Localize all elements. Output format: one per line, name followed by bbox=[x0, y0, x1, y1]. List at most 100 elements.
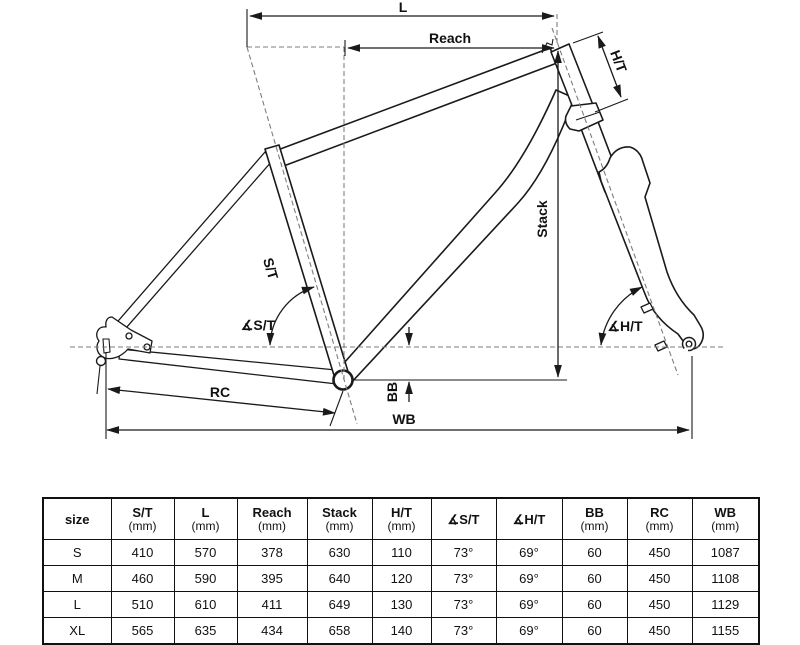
label-rc: RC bbox=[210, 384, 230, 400]
value-cell: 510 bbox=[110, 591, 175, 618]
front-axle bbox=[685, 340, 693, 348]
column-header-10: WB(mm) bbox=[691, 497, 760, 540]
label-st: S/T bbox=[260, 256, 282, 282]
bike-geometry-diagram: L Reach H/T Stack S/T ∡S/T ∡H/T RC BB WB bbox=[70, 0, 725, 439]
front-dropout-slot bbox=[676, 345, 688, 358]
value-cell: 434 bbox=[236, 617, 308, 645]
column-header-3: Reach(mm) bbox=[236, 497, 308, 540]
label-ht: H/T bbox=[607, 48, 630, 75]
column-header-8: BB(mm) bbox=[561, 497, 628, 540]
label-l: L bbox=[399, 0, 408, 15]
value-cell: 69° bbox=[495, 591, 563, 618]
ht-extension-bottom bbox=[594, 98, 629, 113]
column-header-9: RC(mm) bbox=[626, 497, 693, 540]
size-cell: L bbox=[42, 591, 112, 618]
value-cell: 73° bbox=[430, 617, 497, 645]
value-cell: 1087 bbox=[691, 539, 760, 566]
value-cell: 590 bbox=[173, 565, 238, 592]
value-cell: 110 bbox=[371, 539, 432, 566]
value-cell: 378 bbox=[236, 539, 308, 566]
value-cell: 60 bbox=[561, 617, 628, 645]
top-tube bbox=[274, 47, 558, 168]
value-cell: 60 bbox=[561, 565, 628, 592]
value-cell: 410 bbox=[110, 539, 175, 566]
rc-extension-left bbox=[96, 365, 101, 395]
value-cell: 640 bbox=[306, 565, 373, 592]
value-cell: 130 bbox=[371, 591, 432, 618]
column-header-5: H/T(mm) bbox=[371, 497, 432, 540]
column-header-4: Stack(mm) bbox=[306, 497, 373, 540]
value-cell: 630 bbox=[306, 539, 373, 566]
size-cell: M bbox=[42, 565, 112, 592]
rc-dimension bbox=[107, 386, 336, 416]
derailleur-hanger bbox=[95, 355, 107, 367]
brake-tab-lower bbox=[654, 340, 668, 352]
head-tube-axis bbox=[551, 27, 679, 376]
column-header-0: size bbox=[42, 497, 112, 540]
rack-bolt-1 bbox=[125, 332, 133, 340]
column-header-6: ∡S/T bbox=[430, 497, 497, 540]
seat-stay bbox=[111, 151, 273, 337]
dimension-lines bbox=[96, 9, 693, 439]
value-cell: 1129 bbox=[691, 591, 760, 618]
value-cell: 140 bbox=[371, 617, 432, 645]
label-wb: WB bbox=[392, 411, 415, 427]
value-cell: 395 bbox=[236, 565, 308, 592]
value-cell: 69° bbox=[495, 617, 563, 645]
column-header-7: ∡H/T bbox=[495, 497, 563, 540]
value-cell: 69° bbox=[495, 539, 563, 566]
value-cell: 460 bbox=[110, 565, 175, 592]
label-reach: Reach bbox=[429, 30, 471, 46]
value-cell: 69° bbox=[495, 565, 563, 592]
crown-race-line bbox=[575, 111, 601, 121]
value-cell: 60 bbox=[561, 591, 628, 618]
value-cell: 73° bbox=[430, 539, 497, 566]
value-cell: 565 bbox=[110, 617, 175, 645]
value-cell: 60 bbox=[561, 539, 628, 566]
ht-extension-top bbox=[572, 31, 604, 44]
rear-dropout-plate bbox=[96, 316, 153, 360]
chain-stay bbox=[118, 348, 338, 385]
label-stack: Stack bbox=[534, 200, 550, 238]
label-angle-st: ∡S/T bbox=[241, 317, 276, 333]
value-cell: 635 bbox=[173, 617, 238, 645]
value-cell: 1108 bbox=[691, 565, 760, 592]
dimension-labels: L Reach H/T Stack S/T ∡S/T ∡H/T RC BB WB bbox=[210, 0, 643, 427]
construction-lines bbox=[70, 14, 725, 425]
size-cell: S bbox=[42, 539, 112, 566]
seat-tube-axis bbox=[246, 46, 358, 425]
ht-dimension bbox=[597, 35, 622, 98]
value-cell: 450 bbox=[626, 565, 693, 592]
column-header-1: S/T(mm) bbox=[110, 497, 175, 540]
rear-axle-slot bbox=[102, 338, 111, 354]
value-cell: 73° bbox=[430, 591, 497, 618]
value-cell: 1155 bbox=[691, 617, 760, 645]
bottom-bracket bbox=[332, 369, 354, 391]
value-cell: 450 bbox=[626, 591, 693, 618]
column-header-2: L(mm) bbox=[173, 497, 238, 540]
value-cell: 450 bbox=[626, 617, 693, 645]
st-angle-arc bbox=[266, 286, 315, 346]
brake-tab-upper bbox=[640, 302, 654, 314]
ht-angle-arc bbox=[598, 286, 643, 346]
frame-drawing bbox=[95, 38, 705, 391]
value-cell: 649 bbox=[306, 591, 373, 618]
value-cell: 450 bbox=[626, 539, 693, 566]
rc-extension-right bbox=[329, 390, 344, 427]
value-cell: 610 bbox=[173, 591, 238, 618]
label-angle-ht: ∡H/T bbox=[607, 318, 643, 334]
size-cell: XL bbox=[42, 617, 112, 645]
value-cell: 658 bbox=[306, 617, 373, 645]
value-cell: 570 bbox=[173, 539, 238, 566]
label-bb: BB bbox=[384, 382, 400, 402]
